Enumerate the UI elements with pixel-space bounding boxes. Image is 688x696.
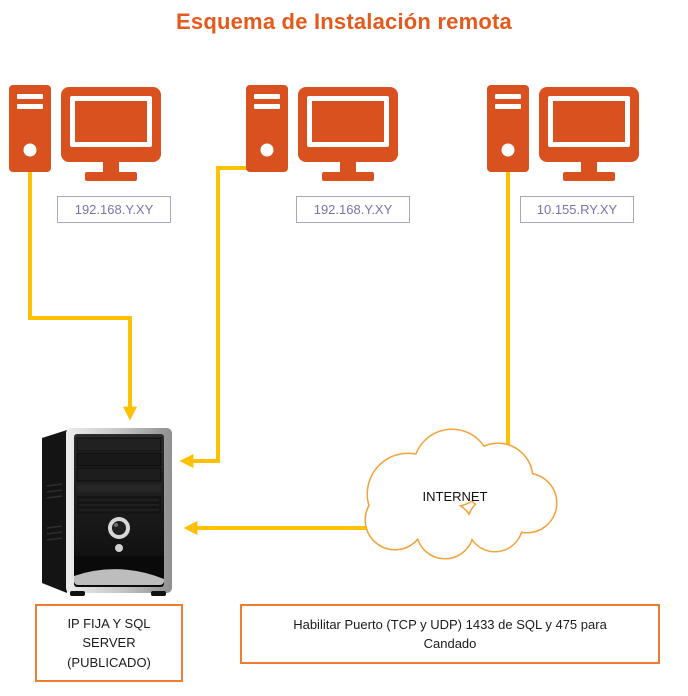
desktop-computer-icon [246, 85, 398, 181]
server-caption-box: IP FIJA Y SQL SERVER (PUBLICADO) [35, 604, 183, 682]
ip-text: 192.168.Y.XY [313, 202, 393, 217]
port-note-text: Habilitar Puerto (TCP y UDP) 1433 de SQL… [293, 616, 607, 652]
ip-label-client-2: 192.168.Y.XY [296, 196, 410, 223]
desktop-computer-icon [487, 85, 639, 181]
server-caption-text: IP FIJA Y SQL SERVER (PUBLICADO) [67, 615, 151, 670]
arrow-client2-to-server [179, 166, 247, 468]
server-tower-icon [42, 428, 172, 596]
arrow-client1-to-server [28, 172, 137, 421]
internet-cloud-icon [364, 428, 558, 560]
client-computer-3 [487, 85, 639, 182]
ip-label-client-1: 192.168.Y.XY [57, 196, 171, 223]
ip-text: 192.168.Y.XY [74, 202, 154, 217]
client-computer-1 [9, 85, 161, 182]
port-note-box: Habilitar Puerto (TCP y UDP) 1433 de SQL… [240, 604, 660, 664]
ip-label-client-3: 10.155.RY.XY [520, 196, 634, 223]
server-tower [40, 424, 176, 597]
desktop-computer-icon [9, 85, 161, 181]
page-title: Esquema de Instalación remota [176, 9, 512, 34]
reset-button [115, 544, 123, 552]
internet-label: INTERNET [422, 489, 488, 504]
client-computer-2 [246, 85, 398, 182]
ip-text: 10.155.RY.XY [536, 202, 618, 217]
